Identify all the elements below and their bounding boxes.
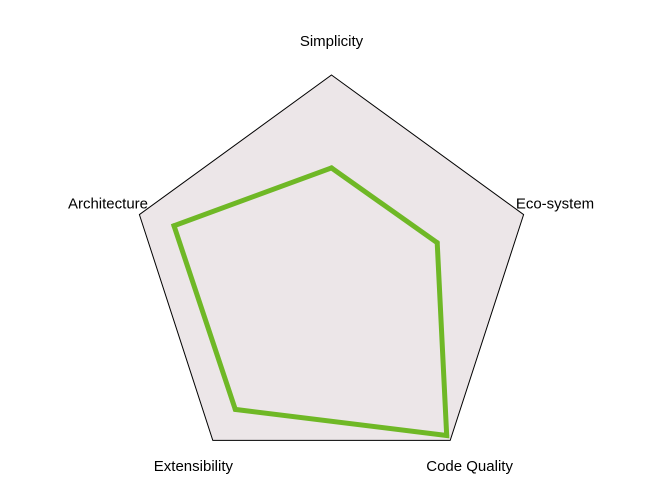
data-point-eco-system xyxy=(434,240,440,246)
radar-background xyxy=(138,74,525,441)
axis-label-code-quality: Code Quality xyxy=(426,458,513,475)
data-point-extensibility xyxy=(232,406,238,412)
series-polygon xyxy=(170,165,450,439)
axis-label-extensibility: Extensibility xyxy=(154,458,234,475)
data-point-simplicity xyxy=(329,165,334,171)
points-layer xyxy=(171,165,450,438)
data-point-code-quality xyxy=(444,433,450,438)
data-point-architecture xyxy=(171,223,177,229)
axis-label-architecture: Architecture xyxy=(68,195,148,212)
axis-label-eco-system: Eco-system xyxy=(516,195,594,212)
axis-label-simplicity: Simplicity xyxy=(300,33,364,50)
